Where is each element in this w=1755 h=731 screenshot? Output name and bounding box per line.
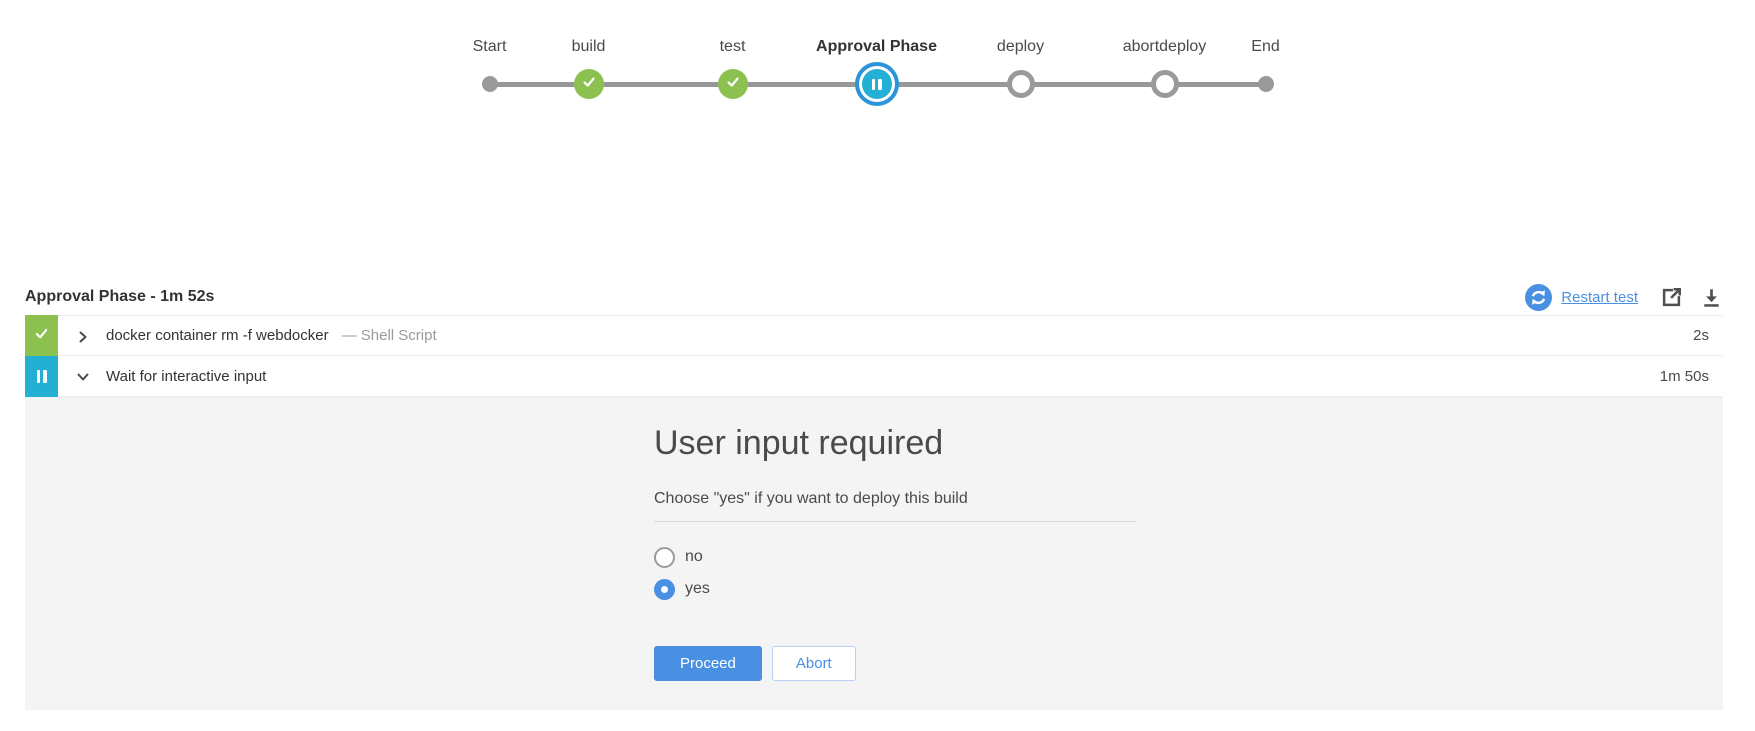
- pause-icon: [871, 78, 882, 90]
- interactive-input-panel: User input required Choose "yes" if you …: [25, 397, 1723, 710]
- user-input-prompt: Choose "yes" if you want to deploy this …: [654, 490, 1136, 522]
- step-row-body: Wait for interactive input 1m 50s: [58, 356, 1723, 397]
- abort-button[interactable]: Abort: [771, 646, 856, 681]
- proceed-button[interactable]: Proceed: [654, 646, 762, 681]
- restart-test-link[interactable]: Restart test: [1561, 288, 1638, 306]
- check-icon: [581, 74, 597, 95]
- stage-label-abortdeploy: abortdeploy: [1122, 38, 1207, 55]
- pipeline-graph: Start build test Approval Phase: [473, 38, 1280, 108]
- stage-label-build: build: [571, 38, 606, 55]
- radio-option-yes[interactable]: yes: [654, 576, 1136, 602]
- step-title: Wait for interactive input: [106, 367, 267, 385]
- stage-title-duration: Approval Phase - 1m 52s: [25, 288, 215, 305]
- external-link-icon[interactable]: [1660, 286, 1683, 309]
- radio-label-no: no: [685, 548, 703, 565]
- stage-label-deploy: deploy: [996, 38, 1045, 55]
- stage-node-start: [481, 76, 498, 92]
- form-actions: Proceed Abort: [654, 646, 1136, 681]
- step-status-strip-paused: [25, 356, 58, 397]
- radio-button-unselected[interactable]: [654, 546, 675, 568]
- check-icon: [33, 325, 50, 347]
- stage-detail-header: Approval Phase - 1m 52s Restart test: [25, 282, 1723, 312]
- user-input-form: User input required Choose "yes" if you …: [654, 424, 1136, 681]
- step-duration: 1m 50s: [1659, 367, 1709, 385]
- pause-icon: [36, 370, 47, 383]
- stage-label-approval-phase: Approval Phase: [816, 38, 937, 55]
- stage-detail-section: Approval Phase - 1m 52s Restart test: [25, 282, 1723, 710]
- stage-node-end: [1257, 76, 1274, 92]
- step-status-strip-success: [25, 315, 58, 356]
- step-row-wait-input[interactable]: Wait for interactive input 1m 50s: [25, 356, 1723, 397]
- stage-node-abortdeploy[interactable]: [1150, 70, 1179, 98]
- radio-button-selected[interactable]: [654, 578, 675, 600]
- step-list: docker container rm -f webdocker — Shell…: [25, 315, 1723, 397]
- download-icon[interactable]: [1700, 286, 1723, 309]
- step-subtitle: — Shell Script: [341, 327, 437, 344]
- check-icon: [725, 74, 741, 95]
- stage-label-test: test: [719, 38, 746, 55]
- radio-option-no[interactable]: no: [654, 544, 1136, 570]
- stage-node-approval-phase[interactable]: [861, 69, 892, 99]
- step-row-shell-script[interactable]: docker container rm -f webdocker — Shell…: [25, 315, 1723, 356]
- chevron-down-icon[interactable]: [77, 370, 89, 382]
- chevron-right-icon[interactable]: [77, 330, 89, 342]
- stage-label-end: End: [1251, 38, 1280, 55]
- step-row-body: docker container rm -f webdocker — Shell…: [58, 315, 1723, 356]
- stage-label-start: Start: [472, 38, 507, 55]
- user-input-title: User input required: [654, 424, 944, 462]
- header-actions: Restart test: [1525, 283, 1723, 311]
- step-duration: 2s: [1693, 327, 1709, 344]
- step-title: docker container rm -f webdocker: [106, 327, 329, 344]
- radio-label-yes: yes: [685, 580, 710, 597]
- restart-icon[interactable]: [1525, 283, 1553, 311]
- stage-node-build[interactable]: [573, 69, 604, 99]
- stage-node-test[interactable]: [717, 69, 748, 99]
- stage-node-deploy[interactable]: [1006, 70, 1035, 98]
